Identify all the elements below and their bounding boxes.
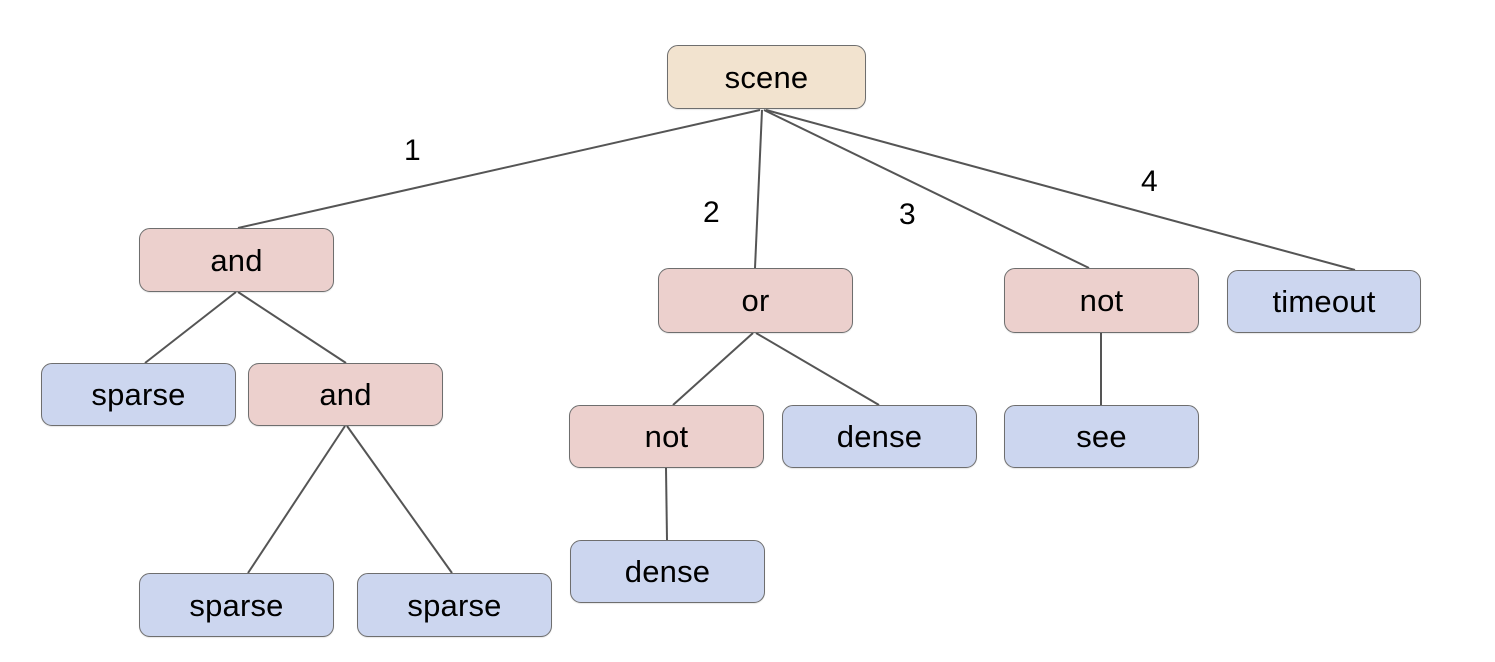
tree-node-label: see <box>1076 419 1127 454</box>
tree-edge <box>755 332 880 406</box>
tree-node-not2[interactable]: not <box>569 405 764 468</box>
tree-node-timeout1[interactable]: timeout <box>1227 270 1421 333</box>
tree-edge <box>665 467 668 541</box>
edge-label-3: 3 <box>899 198 916 231</box>
edge-label-2: 2 <box>703 196 720 229</box>
tree-node-not1[interactable]: not <box>1004 268 1199 333</box>
edge-label-4: 4 <box>1141 165 1158 198</box>
tree-edge <box>763 109 1090 269</box>
tree-node-dense1[interactable]: dense <box>782 405 977 468</box>
tree-node-label: not <box>644 419 689 454</box>
tree-edge <box>754 109 763 269</box>
tree-node-label: timeout <box>1272 284 1376 319</box>
tree-node-see1[interactable]: see <box>1004 405 1199 468</box>
tree-node-label: dense <box>624 554 711 589</box>
tree-node-sparse1[interactable]: sparse <box>41 363 236 426</box>
tree-edge <box>765 109 1356 271</box>
tree-node-label: dense <box>836 419 923 454</box>
tree-edge <box>672 332 754 406</box>
tree-node-sparse3[interactable]: sparse <box>357 573 552 637</box>
tree-node-label: or <box>741 283 770 318</box>
tree-node-label: sparse <box>91 377 186 412</box>
tree-edge <box>346 425 453 574</box>
tree-node-label: and <box>210 242 263 278</box>
tree-node-scene[interactable]: scene <box>667 45 866 109</box>
tree-edge <box>237 109 761 229</box>
tree-node-label: and <box>319 377 372 412</box>
tree-node-or1[interactable]: or <box>658 268 853 333</box>
tree-node-label: sparse <box>407 587 502 623</box>
tree-edge <box>144 291 237 364</box>
tree-node-and2[interactable]: and <box>248 363 443 426</box>
tree-node-and1[interactable]: and <box>139 228 334 292</box>
tree-edge <box>237 291 347 364</box>
tree-node-label: scene <box>724 59 809 95</box>
tree-node-label: not <box>1079 283 1124 318</box>
tree-node-label: sparse <box>189 587 284 623</box>
edge-label-1: 1 <box>404 134 421 167</box>
tree-node-dense2[interactable]: dense <box>570 540 765 603</box>
tree-node-sparse2[interactable]: sparse <box>139 573 334 637</box>
tree-edge <box>247 425 346 574</box>
